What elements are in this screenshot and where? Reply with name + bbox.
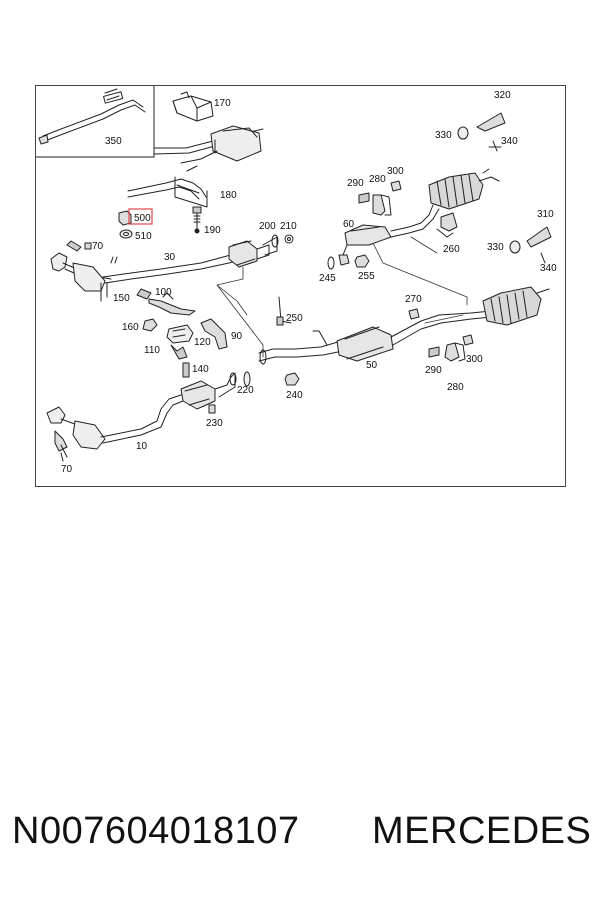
- washer-510: [119, 229, 133, 239]
- label-290-upper: 290: [347, 178, 364, 189]
- label-340-lower: 340: [540, 263, 557, 274]
- hanger-lower: [408, 308, 474, 362]
- label-70-lower: 70: [61, 464, 73, 475]
- rear-muffler-lower: [482, 226, 552, 326]
- rear-muffler-upper: [428, 112, 506, 210]
- brand-name: MERCEDES: [372, 810, 592, 852]
- gasket-220: [243, 371, 251, 387]
- bolt-70-upper: [66, 240, 92, 252]
- label-510: 510: [135, 231, 152, 242]
- label-210: 210: [280, 221, 297, 232]
- label-220: 220: [237, 385, 254, 396]
- label-280-lower: 280: [447, 382, 464, 393]
- label-300-upper: 300: [387, 166, 404, 177]
- label-260: 260: [443, 244, 460, 255]
- part-labels: 350 170 180 190 500 510 70 30 200 210 15…: [61, 90, 557, 475]
- inset-box: [36, 86, 155, 158]
- label-240: 240: [286, 390, 303, 401]
- label-330-upper: 330: [435, 130, 452, 141]
- part-number: N007604018107: [12, 810, 300, 852]
- footer: N007604018107 MERCEDES: [0, 800, 600, 870]
- parts-diagram: 350 170 180 190 500 510 70 30 200 210 15…: [35, 85, 566, 487]
- pipe-180: [127, 176, 208, 208]
- label-320: 320: [494, 90, 511, 101]
- label-255: 255: [358, 271, 375, 282]
- catalytic-converter: [228, 234, 294, 268]
- label-350: 350: [105, 136, 122, 147]
- label-500: 500: [134, 213, 151, 224]
- label-330-lower: 330: [487, 242, 504, 253]
- label-140: 140: [192, 364, 209, 375]
- clamp-120: [166, 324, 194, 360]
- front-pipe-30: [50, 248, 250, 302]
- heat-shield-170: [172, 91, 214, 122]
- label-340-upper: 340: [501, 136, 518, 147]
- label-160: 160: [122, 322, 139, 333]
- oxygen-sensor-350: [38, 88, 146, 145]
- catalytic-140: [180, 362, 237, 414]
- label-50: 50: [366, 360, 378, 371]
- hanger-280: [358, 180, 402, 216]
- label-150: 150: [113, 293, 130, 304]
- label-300-lower: 300: [466, 354, 483, 365]
- label-70-upper: 70: [92, 241, 104, 252]
- center-silencer-50: [258, 296, 492, 365]
- label-90: 90: [231, 331, 243, 342]
- label-180: 180: [220, 190, 237, 201]
- label-270: 270: [405, 294, 422, 305]
- label-250: 250: [286, 313, 303, 324]
- bolt-190: [192, 206, 202, 234]
- label-200: 200: [259, 221, 276, 232]
- front-pipe-10: [46, 394, 184, 462]
- label-230: 230: [206, 418, 223, 429]
- bracket-260: [436, 212, 458, 238]
- label-290-lower: 290: [425, 365, 442, 376]
- nut-160: [142, 318, 158, 332]
- label-110: 110: [144, 345, 160, 356]
- upper-front-pipe: [153, 125, 264, 172]
- exhaust-system-drawing: 350 170 180 190 500 510 70 30 200 210 15…: [36, 86, 557, 475]
- label-280-upper: 280: [369, 174, 386, 185]
- leader-lines: [216, 236, 468, 358]
- label-245: 245: [319, 273, 336, 284]
- center-silencer-60: [327, 204, 440, 270]
- nut-500: [118, 210, 132, 226]
- label-190: 190: [204, 225, 221, 236]
- bolt-70-lower: [60, 444, 68, 458]
- label-310: 310: [537, 209, 554, 220]
- label-60: 60: [343, 219, 355, 230]
- bracket-100: [136, 288, 196, 316]
- highlight-box-500: [128, 208, 153, 225]
- label-100: 100: [155, 287, 172, 298]
- bracket-90: [200, 318, 228, 350]
- nut-255: [354, 254, 370, 268]
- label-120: 120: [194, 337, 211, 348]
- label-170: 170: [214, 98, 231, 109]
- nut-240: [284, 372, 300, 386]
- label-10: 10: [136, 441, 148, 452]
- label-30: 30: [164, 252, 176, 263]
